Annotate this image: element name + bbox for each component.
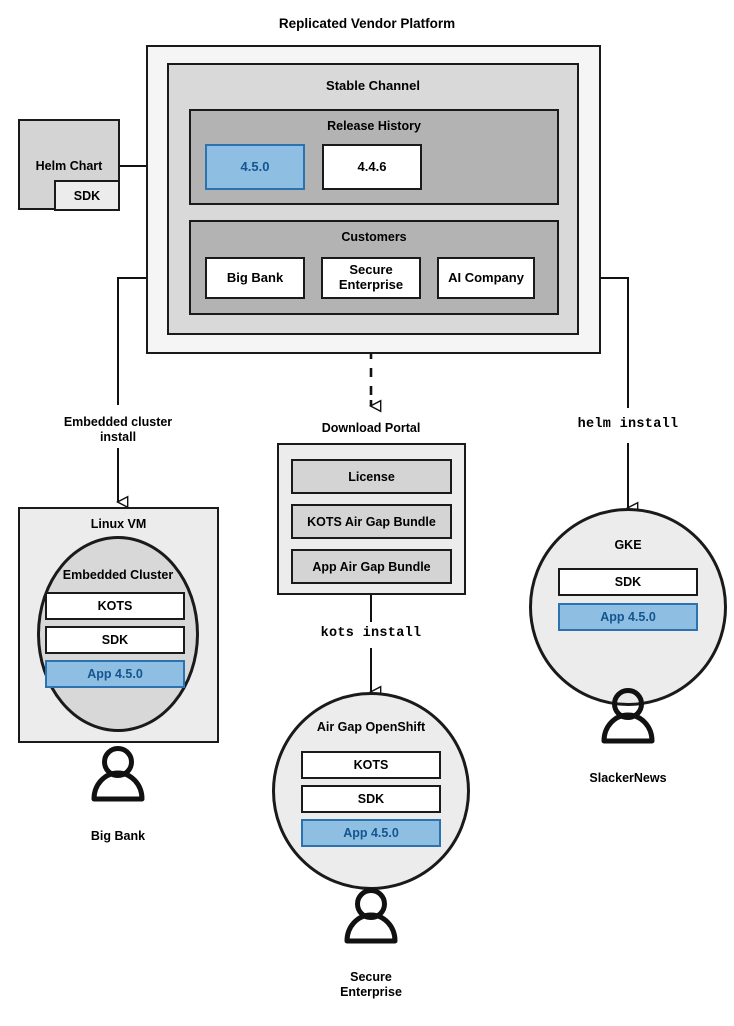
- person-icon: [344, 888, 398, 944]
- stable-channel-title: Stable Channel: [326, 78, 420, 93]
- component-label: App 4.5.0: [87, 667, 143, 681]
- persona-label-big-bank: Big Bank: [90, 829, 146, 843]
- linux-vm-title: Linux VM: [90, 517, 147, 531]
- persona-label-secure-enterprise: Secure Enterprise: [340, 970, 402, 999]
- page-title: Replicated Vendor Platform: [278, 16, 456, 31]
- download-item-app-air-gap-bundle[interactable]: App Air Gap Bundle: [291, 549, 452, 584]
- download-item-license[interactable]: License: [291, 459, 452, 494]
- linux-vm-component-kots[interactable]: KOTS: [45, 592, 185, 620]
- download-item-label: KOTS Air Gap Bundle: [307, 514, 436, 529]
- customer-label: Secure Enterprise: [338, 262, 404, 292]
- component-label: SDK: [614, 575, 642, 589]
- customer-secure-enterprise[interactable]: Secure Enterprise: [321, 257, 421, 299]
- gke-component-app[interactable]: App 4.5.0: [558, 603, 698, 631]
- release-item-446[interactable]: 4.4.6: [322, 144, 422, 190]
- linux-vm-component-sdk[interactable]: SDK: [45, 626, 185, 654]
- gke-title: GKE: [614, 538, 642, 552]
- release-version-label: 4.5.0: [240, 158, 270, 174]
- air-gap-openshift-title: Air Gap OpenShift: [316, 720, 426, 734]
- customer-label: AI Company: [448, 269, 524, 285]
- persona-label-slackernews: SlackerNews: [589, 771, 667, 785]
- sdk-label: SDK: [73, 188, 101, 203]
- gke-component-sdk[interactable]: SDK: [558, 568, 698, 596]
- customer-big-bank[interactable]: Big Bank: [205, 257, 305, 299]
- helm-chart-title: Helm Chart: [35, 159, 103, 173]
- download-item-label: App Air Gap Bundle: [312, 559, 431, 574]
- embedded-cluster-title: Embedded Cluster: [62, 568, 174, 582]
- linux-vm-component-app[interactable]: App 4.5.0: [45, 660, 185, 688]
- openshift-component-app[interactable]: App 4.5.0: [301, 819, 441, 847]
- label-helm-install: helm install: [577, 417, 679, 432]
- release-history-title: Release History: [327, 119, 421, 133]
- component-label: KOTS: [97, 599, 133, 613]
- label-kots-install: kots install: [320, 626, 422, 641]
- person-icon: [601, 688, 655, 744]
- customers-title: Customers: [341, 230, 407, 244]
- component-label: App 4.5.0: [600, 610, 656, 624]
- download-portal-title: Download Portal: [321, 421, 421, 435]
- release-item-450[interactable]: 4.5.0: [205, 144, 305, 190]
- label-embedded-cluster-install: Embedded cluster install: [63, 415, 173, 444]
- openshift-component-kots[interactable]: KOTS: [301, 751, 441, 779]
- customer-ai-company[interactable]: AI Company: [437, 257, 535, 299]
- component-label: App 4.5.0: [343, 826, 399, 840]
- release-version-label: 4.4.6: [357, 158, 387, 174]
- download-item-kots-air-gap-bundle[interactable]: KOTS Air Gap Bundle: [291, 504, 452, 539]
- component-label: SDK: [357, 792, 385, 806]
- download-item-label: License: [348, 469, 395, 484]
- component-label: KOTS: [353, 758, 389, 772]
- component-label: SDK: [101, 633, 129, 647]
- helm-chart-sdk-box[interactable]: SDK: [54, 180, 120, 211]
- openshift-component-sdk[interactable]: SDK: [301, 785, 441, 813]
- customer-label: Big Bank: [226, 269, 284, 285]
- person-icon: [91, 746, 145, 802]
